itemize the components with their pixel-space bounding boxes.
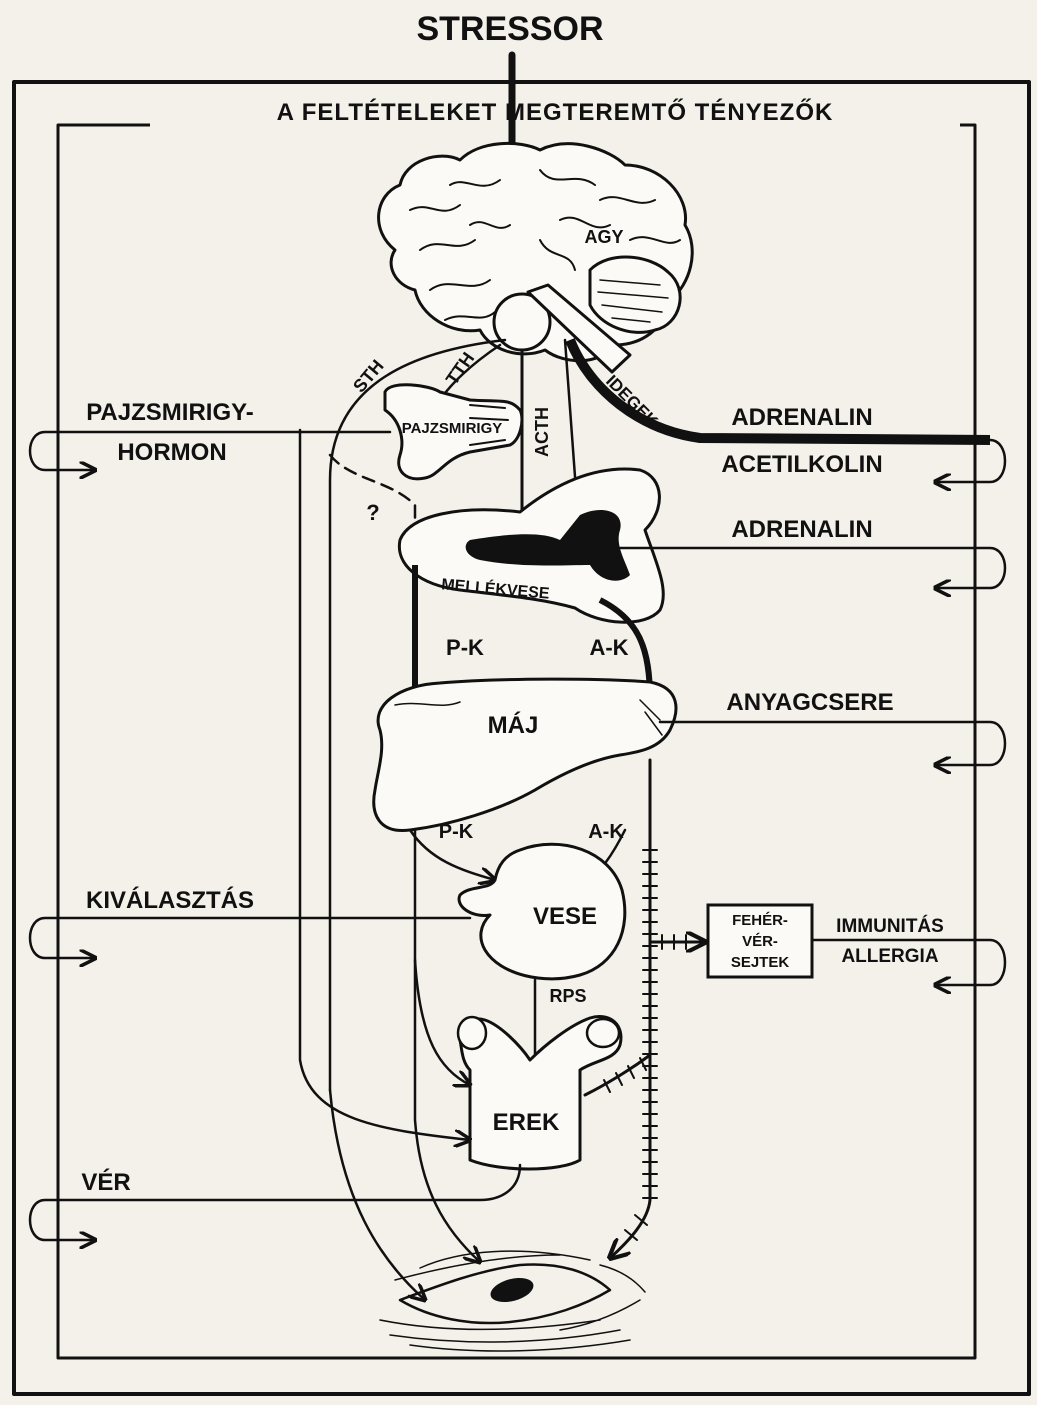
vessels-label: EREK (493, 1109, 560, 1136)
liver-label: MÁJ (488, 711, 539, 739)
rps-label: RPS (549, 986, 586, 1006)
frame-title: A FELTÉTELEKET MEGTEREMTŐ TÉNYEZŐK (277, 98, 834, 126)
stressor-label: STRESSOR (416, 10, 603, 48)
pk-upper-label: P-K (446, 635, 484, 660)
ak-upper-label: A-K (589, 635, 628, 660)
left-thyroid-hormone-line2: HORMON (117, 439, 226, 466)
right-adrenalin-2-label: ADRENALIN (731, 516, 872, 543)
kidney-label: VESE (533, 903, 597, 930)
white-cells-line1: FEHÉR- (732, 912, 788, 929)
unknown-label: ? (366, 500, 379, 525)
left-blood-label: VÉR (81, 1168, 130, 1196)
left-excretion-label: KIVÁLASZTÁS (86, 886, 254, 914)
pk-lower-label: P-K (439, 821, 474, 843)
white-cells-line3: SEJTEK (731, 954, 790, 971)
brain-label: AGY (584, 227, 623, 247)
right-metabolism-label: ANYAGCSERE (726, 689, 893, 716)
right-allergy-label: ALLERGIA (841, 946, 938, 967)
acth-label: ACTH (532, 407, 552, 457)
right-adrenalin-1-label: ADRENALIN (731, 404, 872, 431)
thyroid-label: PAJZSMIRIGY (402, 420, 503, 437)
right-acetylcholine-label: ACETILKOLIN (721, 451, 882, 478)
white-cells-line2: VÉR- (742, 933, 778, 950)
right-immunity-label: IMMUNITÁS (836, 915, 944, 937)
left-thyroid-hormone-line1: PAJZSMIRIGY- (86, 399, 254, 426)
